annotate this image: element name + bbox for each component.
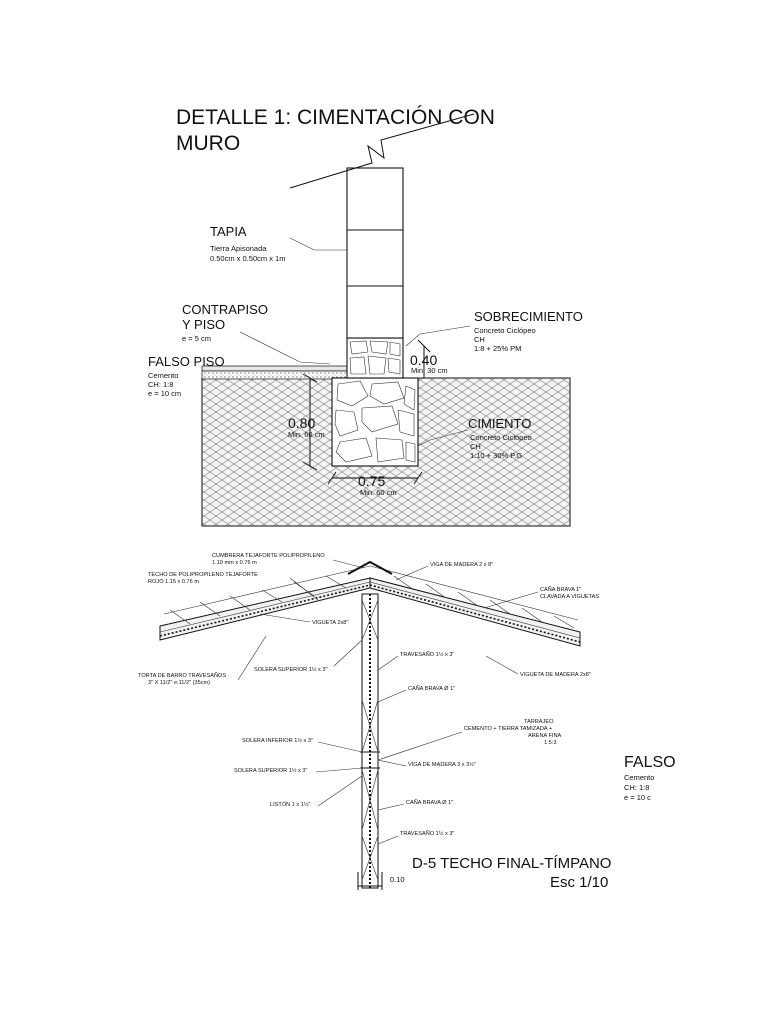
label-cana-brava1: CAÑA BRAVA 1"	[540, 586, 581, 593]
sobrecimiento-title: SOBRECIMIENTO	[474, 309, 583, 324]
d5-dim-010: 0.10	[357, 872, 405, 890]
sobrecimiento-stones	[349, 340, 401, 375]
label-torta2: 3" X 11/2" e:11/2" (35cm)	[148, 680, 210, 686]
label-solera-sup2: SOLERA SUPERIOR 1½ x 3"	[234, 767, 308, 774]
cimiento-line2: CH	[470, 442, 481, 451]
roof-right	[369, 565, 581, 647]
detail1-title: DETALLE 1: CIMENTACIÓN CON MURO	[176, 106, 495, 155]
contrapiso-title2: Y PISO	[182, 317, 225, 332]
label-vigueta: VIGUETA 2x8"	[312, 620, 348, 626]
sobrecimiento-block	[346, 337, 404, 379]
label-cumbrera1: CUMBRERA TEJAFORTE POLIPROPILENO	[212, 553, 325, 559]
detail1-title-line1: DETALLE 1: CIMENTACIÓN CON	[176, 106, 495, 129]
dim-010-value: 0.10	[390, 875, 405, 884]
label-sobrecimiento: SOBRECIMIENTO Concreto Ciclópeo CH 1:8 +…	[474, 309, 583, 353]
label-travesano2: TRAVESAÑO 1½ x 3"	[400, 830, 454, 837]
falso-piso-line2: CH: 1:8	[148, 380, 173, 389]
tapia-line1: Tierra Apisonada	[210, 244, 267, 253]
label-contrapiso: CONTRAPISO Y PISO e = 5 cm	[182, 302, 268, 343]
label-solera-sup1: SOLERA SUPERIOR 1½ x 3"	[254, 666, 328, 673]
leader-lines	[239, 237, 471, 447]
tapia-joints	[347, 229, 403, 287]
label-cana-brava-d1: CAÑA BRAVA Ø 1"	[408, 685, 455, 692]
label-techo2: ROJO 1.15 x 0.76 m	[148, 579, 199, 585]
cimiento-line1: Concreto Ciclópeo	[470, 433, 532, 442]
d5-labels: CUMBRERA TEJAFORTE POLIPROPILENO 1.10 mm…	[138, 553, 599, 837]
dim-080: 0.80 Min. 60 cm	[288, 415, 325, 439]
cimiento-block	[331, 377, 419, 467]
falso-piso-title: FALSO PISO	[148, 354, 225, 369]
label-cana-brava-d2: CAÑA BRAVA Ø 1"	[406, 799, 453, 806]
label-torta1: TORTA DE BARRO TRAVESAÑOS	[138, 672, 226, 679]
label-viga-madera: VIGA DE MADERA 2 x 8"	[430, 562, 493, 568]
label-viga-3x3: VIGA DE MADERA 3 x 3½"	[408, 761, 476, 768]
tapia-wall	[346, 167, 404, 339]
dim-marks	[302, 339, 431, 485]
partial-falso-line1: Cemento	[624, 773, 654, 782]
dim-080-note: Min. 60 cm	[288, 430, 325, 439]
partial-falso-line3: e = 10 c	[624, 793, 651, 802]
label-travesano1: TRAVESAÑO 1½ x 3"	[400, 651, 454, 658]
label-tarrajeo2: CEMENTO + TIERRA TAMIZADA +	[464, 726, 552, 732]
label-cumbrera2: 1.10 mm x 0.76 m	[212, 560, 257, 566]
dim-040-note: Min. 30 cm	[411, 366, 448, 375]
dim-075: 0.75 Min. 60 cm	[358, 473, 397, 497]
partial-falso-line2: CH: 1:8	[624, 783, 649, 792]
d5-title-text: D-5 TECHO FINAL-TÍMPANO	[412, 855, 611, 872]
cimiento-stones	[334, 380, 416, 463]
ridge-cap	[347, 560, 393, 575]
sobrecimiento-line2: CH	[474, 335, 485, 344]
break-line	[289, 113, 475, 189]
cimiento-line3: 1:10 + 30% P.G	[470, 451, 522, 460]
d5-leader-lines	[237, 559, 539, 845]
dim-075-note: Min. 60 cm	[360, 488, 397, 497]
cimiento-title: CIMIENTO	[468, 416, 531, 431]
dim-080-value: 0.80	[288, 415, 315, 431]
label-falso-piso: FALSO PISO Cemento CH: 1:8 e = 10 cm	[148, 354, 225, 398]
partial-falso-title: FALSO	[624, 754, 676, 771]
d5-scale-text: Esc 1/10	[550, 874, 608, 891]
falso-piso-line1: Cemento	[148, 371, 178, 380]
dim-040: 0.40 Min. 30 cm	[410, 352, 448, 375]
tapia-title: TAPIA	[210, 224, 247, 239]
partial-falso-label: FALSO Cemento CH: 1:8 e = 10 c	[624, 754, 676, 802]
d5-title: D-5 TECHO FINAL-TÍMPANO Esc 1/10	[412, 855, 611, 891]
detail1-title-line2: MURO	[176, 132, 240, 155]
dim-075-value: 0.75	[358, 473, 385, 489]
label-liston: LISTÓN 1 x 1½"	[270, 801, 311, 808]
sobrecimiento-line3: 1:8 + 25% PM	[474, 344, 521, 353]
tympanum-post	[360, 593, 380, 889]
label-cana-brava2: CLAVADA A VIGUETAS	[540, 594, 599, 600]
label-tarrajeo4: 1:5:3	[544, 740, 556, 746]
label-tarrajeo1: TARRAJEO	[524, 719, 554, 725]
label-tarrajeo3: ARENA FINA	[528, 733, 562, 739]
label-cimiento: CIMIENTO Concreto Ciclópeo CH 1:10 + 30%…	[468, 416, 532, 460]
contrapiso-title1: CONTRAPISO	[182, 302, 268, 317]
tapia-line2: 0.50cm x 0.50cm x 1m	[210, 254, 285, 263]
falso-piso-line3: e = 10 cm	[148, 389, 181, 398]
sobrecimiento-line1: Concreto Ciclópeo	[474, 326, 536, 335]
contrapiso-line1: e = 5 cm	[182, 334, 211, 343]
dim-040-value: 0.40	[410, 352, 437, 368]
label-vigueta-madera: VIGUETA DE MADERA 2x8"	[520, 672, 591, 678]
label-tapia: TAPIA Tierra Apisonada 0.50cm x 0.50cm x…	[210, 224, 285, 263]
label-solera-inf: SOLERA INFERIOR 1½ x 3"	[242, 737, 313, 744]
label-techo1: TECHO DE POLIPROPILENO TEJAFORTE	[148, 572, 258, 578]
falso-piso-layer	[201, 370, 349, 380]
